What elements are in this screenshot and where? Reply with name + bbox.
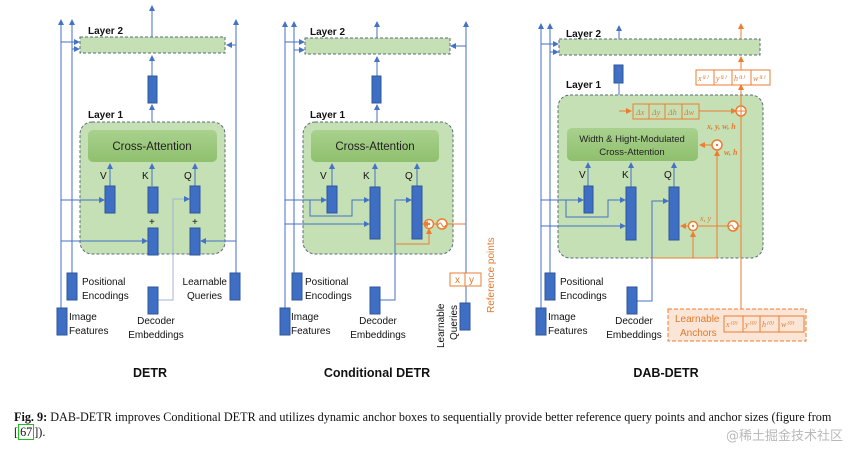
svg-text:Cross-Attention: Cross-Attention	[335, 141, 414, 153]
svg-text:Embeddings: Embeddings	[350, 330, 406, 341]
svg-text:x, y, w, h: x, y, w, h	[706, 122, 736, 131]
svg-text:Q: Q	[405, 171, 413, 182]
svg-text:w, h: w, h	[724, 148, 738, 157]
svg-text:Image: Image	[291, 312, 319, 323]
svg-text:+: +	[149, 217, 155, 228]
svg-text:Δh: Δh	[667, 108, 677, 117]
svg-text:Encodings: Encodings	[305, 291, 352, 302]
svg-text:+: +	[192, 217, 198, 228]
svg-text:y⁽⁰⁾: y⁽⁰⁾	[744, 320, 757, 329]
svg-text:Learnable: Learnable	[436, 303, 447, 348]
svg-text:Δw: Δw	[683, 108, 695, 117]
svg-text:Positional: Positional	[82, 277, 125, 288]
svg-text:Image: Image	[548, 312, 576, 323]
svg-text:K: K	[363, 171, 370, 182]
svg-text:Decoder: Decoder	[359, 316, 397, 327]
cross-attention-label: Cross-Attention	[112, 141, 191, 153]
svg-text:Learnable: Learnable	[675, 314, 720, 325]
svg-text:x: x	[455, 275, 460, 286]
svg-text:Layer 1: Layer 1	[566, 80, 601, 91]
svg-text:K: K	[622, 170, 629, 181]
v-label: V	[100, 171, 107, 182]
svg-text:Learnable: Learnable	[183, 277, 228, 288]
svg-text:Positional: Positional	[305, 277, 348, 288]
svg-text:Width & Hight-Modulated: Width & Hight-Modulated	[579, 134, 685, 145]
layer2-label: Layer 2	[88, 26, 123, 37]
svg-text:Encodings: Encodings	[82, 291, 129, 302]
svg-text:Anchors: Anchors	[680, 328, 717, 339]
svg-text:Layer 2: Layer 2	[566, 29, 601, 40]
watermark: @稀土掘金技术社区	[725, 429, 843, 444]
svg-text:x, y: x, y	[699, 214, 712, 223]
panel-conditional-detr: Layer 2 Layer 1 Cross-Attention V K Q	[279, 21, 497, 380]
svg-text:Q: Q	[664, 170, 672, 181]
panel-title-detr: DETR	[133, 366, 167, 380]
ffn-block	[147, 75, 158, 104]
svg-text:x⁽⁰⁾: x⁽⁰⁾	[725, 320, 738, 329]
svg-text:x⁽¹⁾: x⁽¹⁾	[697, 74, 709, 83]
svg-text:Queries: Queries	[449, 305, 460, 340]
layer2-box	[79, 36, 226, 54]
svg-text:h⁽⁰⁾: h⁽⁰⁾	[762, 320, 774, 329]
svg-text:Queries: Queries	[187, 291, 222, 302]
svg-text:Embeddings: Embeddings	[128, 330, 184, 341]
svg-text:Layer 2: Layer 2	[310, 27, 345, 38]
figure-caption: Fig. 9: DAB-DETR improves Conditional DE…	[14, 410, 832, 440]
svg-text:V: V	[320, 171, 327, 182]
svg-text:Image: Image	[69, 312, 97, 323]
svg-text:Δx: Δx	[635, 108, 645, 117]
svg-text:y⁽¹⁾: y⁽¹⁾	[715, 74, 727, 83]
panel-title-conditional-detr: Conditional DETR	[324, 366, 430, 380]
svg-text:Features: Features	[69, 326, 108, 337]
k-label: K	[142, 171, 149, 182]
cross-attention-block	[88, 130, 217, 162]
svg-text:Encodings: Encodings	[560, 291, 607, 302]
svg-text:Features: Features	[291, 326, 330, 337]
layer1-label: Layer 1	[88, 110, 123, 121]
svg-text:Layer 1: Layer 1	[310, 110, 345, 121]
svg-text:Decoder: Decoder	[615, 316, 653, 327]
q-label: Q	[184, 171, 192, 182]
panel-dab-detr: Layer 2 Layer 1 Width & Hight-Modulated …	[535, 23, 807, 380]
svg-text:w⁽⁰⁾: w⁽⁰⁾	[781, 320, 795, 329]
figure-number: Fig. 9:	[14, 410, 48, 424]
reference-points-label: Reference points	[486, 237, 497, 313]
svg-text:Positional: Positional	[560, 277, 603, 288]
svg-text:V: V	[579, 170, 586, 181]
diagram-canvas: Layer 2 Layer 1 Cross-Attention V K Q + …	[56, 5, 807, 380]
svg-text:Cross-Attention: Cross-Attention	[599, 147, 664, 158]
panel-title-dab-detr: DAB-DETR	[633, 366, 698, 380]
svg-text:Embeddings: Embeddings	[606, 330, 662, 341]
citation-link[interactable]: 67	[18, 423, 35, 440]
panel-detr: Layer 2 Layer 1 Cross-Attention V K Q + …	[56, 5, 241, 380]
svg-text:Δy: Δy	[651, 108, 661, 117]
svg-text:y: y	[469, 275, 474, 286]
svg-text:h⁽¹⁾: h⁽¹⁾	[734, 74, 745, 83]
svg-text:w⁽¹⁾: w⁽¹⁾	[753, 74, 766, 83]
svg-text:Decoder: Decoder	[137, 316, 175, 327]
svg-text:Features: Features	[548, 326, 587, 337]
